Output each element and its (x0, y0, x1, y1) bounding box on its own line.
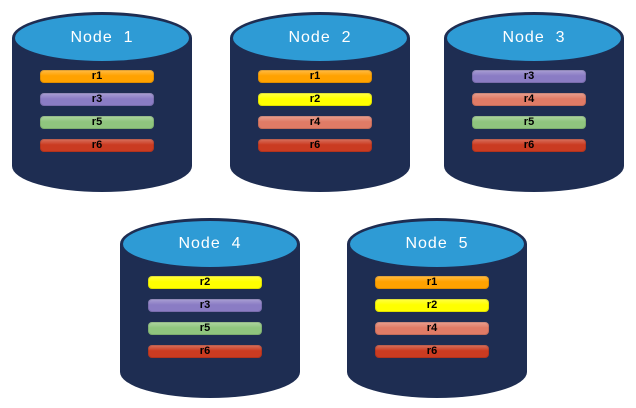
replica-bar: r6 (40, 139, 154, 152)
replica-bar: r4 (472, 93, 586, 106)
replica-label: r5 (523, 116, 535, 128)
node-5-cylinder: Node 5 r1 r2 r4 r6 (347, 218, 527, 398)
replica-label: r1 (309, 70, 321, 82)
replica-bar: r2 (148, 276, 262, 289)
replica-bar: r3 (40, 93, 154, 106)
replica-bar: r5 (40, 116, 154, 129)
cylinder-top-ellipse: Node 2 (230, 12, 410, 64)
replica-label: r4 (309, 116, 321, 128)
replica-bar: r3 (148, 299, 262, 312)
replica-bar-list: r2 r3 r5 r6 (148, 276, 262, 358)
replica-bar: r2 (375, 299, 489, 312)
replica-label: r2 (426, 299, 438, 311)
replica-label: r3 (199, 299, 211, 311)
node-label: Node 2 (288, 29, 352, 46)
replica-label: r1 (91, 70, 103, 82)
replica-bar: r6 (472, 139, 586, 152)
replica-label: r5 (91, 116, 103, 128)
replica-bar: r6 (148, 345, 262, 358)
replica-label: r6 (199, 345, 211, 357)
replica-bar-list: r1 r2 r4 r6 (375, 276, 489, 358)
replica-bar: r6 (375, 345, 489, 358)
replica-bar: r6 (258, 139, 372, 152)
replica-label: r6 (426, 345, 438, 357)
replica-label: r2 (199, 276, 211, 288)
node-4-cylinder: Node 4 r2 r3 r5 r6 (120, 218, 300, 398)
replica-bar-list: r1 r2 r4 r6 (258, 70, 372, 152)
node-label: Node 5 (405, 235, 469, 252)
node-1-cylinder: Node 1 r1 r3 r5 r6 (12, 12, 192, 192)
cylinder-top-ellipse: Node 1 (12, 12, 192, 64)
node-2-cylinder: Node 2 r1 r2 r4 r6 (230, 12, 410, 192)
cylinder-top-ellipse: Node 3 (444, 12, 624, 64)
replica-label: r5 (199, 322, 211, 334)
cylinder-top-ellipse: Node 5 (347, 218, 527, 270)
cylinder-top-ellipse: Node 4 (120, 218, 300, 270)
replica-label: r6 (91, 139, 103, 151)
replica-bar: r4 (375, 322, 489, 335)
replica-bar: r5 (148, 322, 262, 335)
replica-bar: r2 (258, 93, 372, 106)
node-3-cylinder: Node 3 r3 r4 r5 r6 (444, 12, 624, 192)
replica-label: r3 (91, 93, 103, 105)
node-label: Node 4 (178, 235, 242, 252)
replica-label: r2 (309, 93, 321, 105)
replica-bar: r3 (472, 70, 586, 83)
replica-bar: r5 (472, 116, 586, 129)
replica-bar: r1 (40, 70, 154, 83)
replica-label: r6 (309, 139, 321, 151)
replica-bar: r1 (258, 70, 372, 83)
replica-bar-list: r1 r3 r5 r6 (40, 70, 154, 152)
replica-bar: r1 (375, 276, 489, 289)
replica-label: r6 (523, 139, 535, 151)
replica-bar-list: r3 r4 r5 r6 (472, 70, 586, 152)
replica-label: r3 (523, 70, 535, 82)
node-label: Node 1 (70, 29, 134, 46)
replica-label: r1 (426, 276, 438, 288)
node-label: Node 3 (502, 29, 566, 46)
replica-label: r4 (523, 93, 535, 105)
replica-label: r4 (426, 322, 438, 334)
replica-bar: r4 (258, 116, 372, 129)
